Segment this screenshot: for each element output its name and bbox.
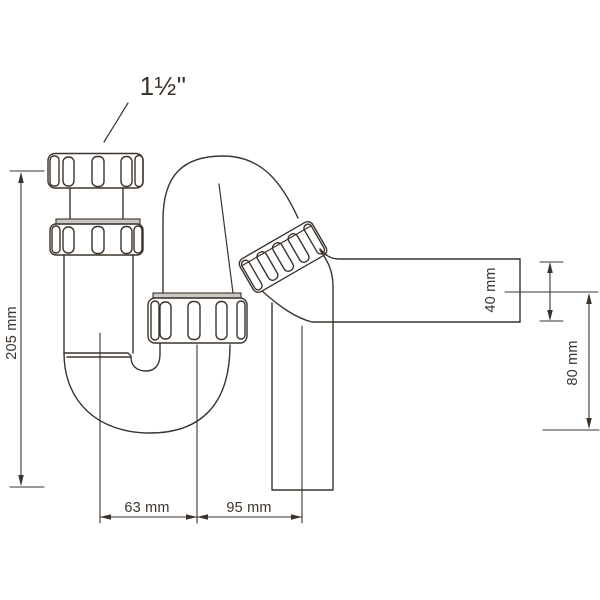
outlet-pipe-horizontal — [261, 248, 521, 323]
dome-inner-edge — [218, 183, 234, 294]
outlet-pipe-vertical — [271, 249, 334, 491]
trap-cup-body — [63, 254, 134, 358]
outlet-diameter-label: 40 mm — [483, 267, 499, 312]
connection-size-callout: 1½" — [103, 71, 187, 143]
height-label: 205 mm — [4, 306, 20, 360]
connection-size-label: 1½" — [140, 71, 187, 101]
dimension-trap-width: 63 mm 95 mm — [99, 325, 303, 524]
outlet-drop-label: 80 mm — [565, 340, 581, 385]
riser-nut — [147, 292, 248, 344]
inlet-pipe — [69, 187, 124, 220]
leader-line — [103, 102, 129, 143]
inlet-nut-top — [47, 152, 144, 189]
trap-width-label: 63 mm — [124, 500, 169, 516]
u-bend — [63, 343, 231, 434]
inlet-nut-lower — [49, 218, 144, 256]
swivel-nut — [238, 221, 328, 293]
dimension-height: 205 mm — [4, 170, 45, 488]
dimension-outlet-drop: 80 mm — [542, 293, 600, 431]
trap-dome — [162, 155, 299, 294]
outlet-offset-label: 95 mm — [226, 500, 271, 516]
